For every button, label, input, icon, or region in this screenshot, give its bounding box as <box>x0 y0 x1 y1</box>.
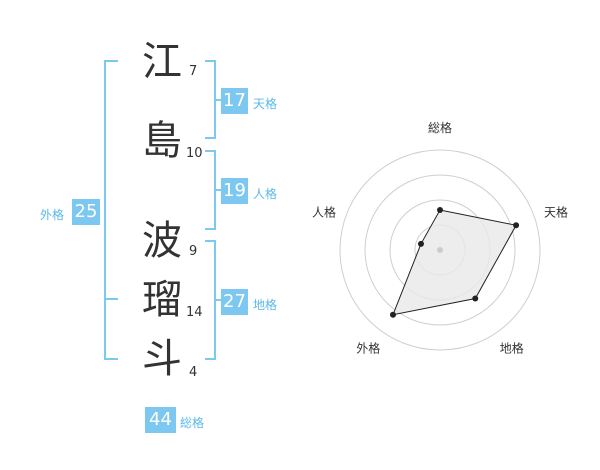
tenkaku-bracket-tick <box>216 99 221 101</box>
gaikaku-badge: 25 <box>72 199 100 225</box>
radar-ring <box>364 174 516 326</box>
tenkaku-bracket <box>205 60 216 139</box>
jinkaku-badge: 19 <box>221 178 248 204</box>
stroke-count-2: 10 <box>186 146 203 161</box>
name-char-4: 瑠 <box>142 277 182 323</box>
stroke-count-1: 7 <box>189 64 198 79</box>
jinkaku-bracket <box>205 150 216 230</box>
radar-point <box>513 222 520 229</box>
name-char-5: 斗 <box>142 336 182 382</box>
name-char-1: 江 <box>142 39 182 85</box>
soukaku-label: 総格 <box>180 416 205 430</box>
radar-axis-label: 外格 <box>356 341 380 356</box>
radar-point <box>437 207 443 213</box>
stroke-count-3: 9 <box>189 244 198 259</box>
chikaku-label: 地格 <box>253 298 278 312</box>
radar-axis-label: 天格 <box>544 204 568 219</box>
jinkaku-label: 人格 <box>253 187 278 201</box>
radar-area <box>392 209 517 316</box>
radar-axis-label: 総格 <box>428 120 452 135</box>
chikaku-bracket-tick <box>216 299 221 301</box>
radar-axis-label: 地格 <box>500 341 524 356</box>
gaikaku-label: 外格 <box>40 208 65 222</box>
tenkaku-badge: 17 <box>221 88 248 114</box>
radar-point <box>472 295 479 302</box>
chikaku-badge: 27 <box>221 289 248 315</box>
radar-point <box>417 240 424 247</box>
stroke-count-5: 4 <box>189 365 198 380</box>
stroke-count-4: 14 <box>186 305 203 320</box>
gaikaku-bracket <box>104 60 118 360</box>
radar-ring <box>339 149 541 351</box>
jinkaku-bracket-tick <box>216 189 221 191</box>
chikaku-bracket <box>205 240 216 360</box>
gaikaku-bracket-divider <box>104 298 118 300</box>
radar-point <box>389 311 396 318</box>
name-char-3: 波 <box>142 218 182 264</box>
name-char-2: 島 <box>142 118 182 164</box>
soukaku-badge: 44 <box>145 407 176 433</box>
tenkaku-label: 天格 <box>253 97 278 111</box>
radar-axis-label: 人格 <box>312 204 336 219</box>
radar-center <box>437 247 443 253</box>
